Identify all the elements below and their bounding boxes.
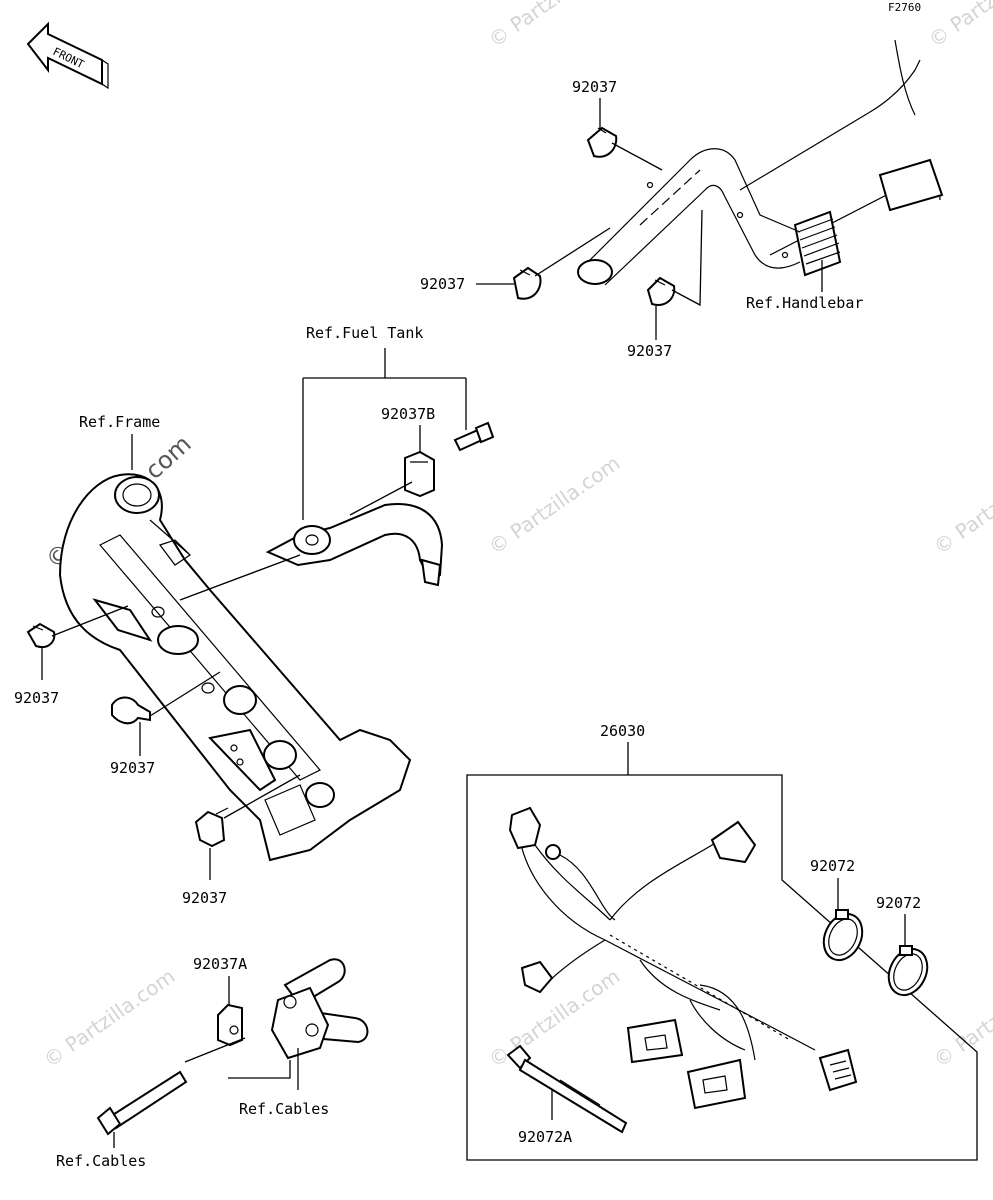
label-ref-fuel-tank: Ref.Fuel Tank [306,324,423,342]
front-arrow-icon: FRONT [26,21,109,90]
tie-92072a[interactable] [506,1044,628,1134]
bolt-ref-cables [96,1070,188,1136]
watermark-text: © Partzilla.com [929,451,993,559]
label-92072a: 92072A [518,1128,572,1146]
label-92072-2: 92072 [876,894,921,912]
clamp-92037b[interactable] [404,450,435,498]
label-92037b: 92037B [381,405,435,423]
harness-kit-box [466,774,978,1161]
diagram-code: F2760 [888,1,921,14]
label-ref-frame: Ref.Frame [79,413,160,431]
label-92072-1: 92072 [810,857,855,875]
label-92037-top: 92037 [572,78,617,96]
band-92072-2[interactable] [882,943,935,1002]
watermark-text: © Partzilla.com [924,0,993,52]
clamp-92037-frame-2[interactable] [111,696,151,725]
label-26030: 26030 [600,722,645,740]
label-92037-frame-2: 92037 [110,759,155,777]
watermark-text: © Partzilla.com [484,0,624,52]
clip-92037a[interactable] [217,1003,243,1047]
watermarks: © Partzilla.com © Partzilla.com © Partzi… [39,0,993,1072]
frame-drawing [58,473,412,862]
clamp-92037-top[interactable] [586,126,618,158]
cable-ends [270,958,369,1060]
handlebar-drawing [577,39,944,286]
label-92037-frame-1: 92037 [14,689,59,707]
watermark-text: © Partzilla.com [484,451,624,559]
bolt-92037b [453,421,495,452]
watermark-text: © Partzilla.com [484,964,624,1072]
band-92072-1[interactable] [817,908,870,967]
label-92037a: 92037A [193,955,247,973]
label-ref-cables-2: Ref.Cables [56,1152,146,1170]
label-92037-left-handle: 92037 [420,275,465,293]
label-92037-frame-3: 92037 [182,889,227,907]
label-ref-handlebar: Ref.Handlebar [746,294,863,312]
wire-harness[interactable] [508,806,858,1110]
label-92037-right-handle: 92037 [627,342,672,360]
clamp-92037-frame-1[interactable] [26,622,56,648]
watermark-text: © Partzilla.com [39,964,179,1072]
clamp-92037-right-handle[interactable] [646,276,676,306]
clamp-92037-left-handle[interactable] [512,266,542,300]
fuel-tank-bracket [265,503,444,587]
clamp-92037-frame-3[interactable] [194,807,229,848]
label-ref-cables-1: Ref.Cables [239,1100,329,1118]
